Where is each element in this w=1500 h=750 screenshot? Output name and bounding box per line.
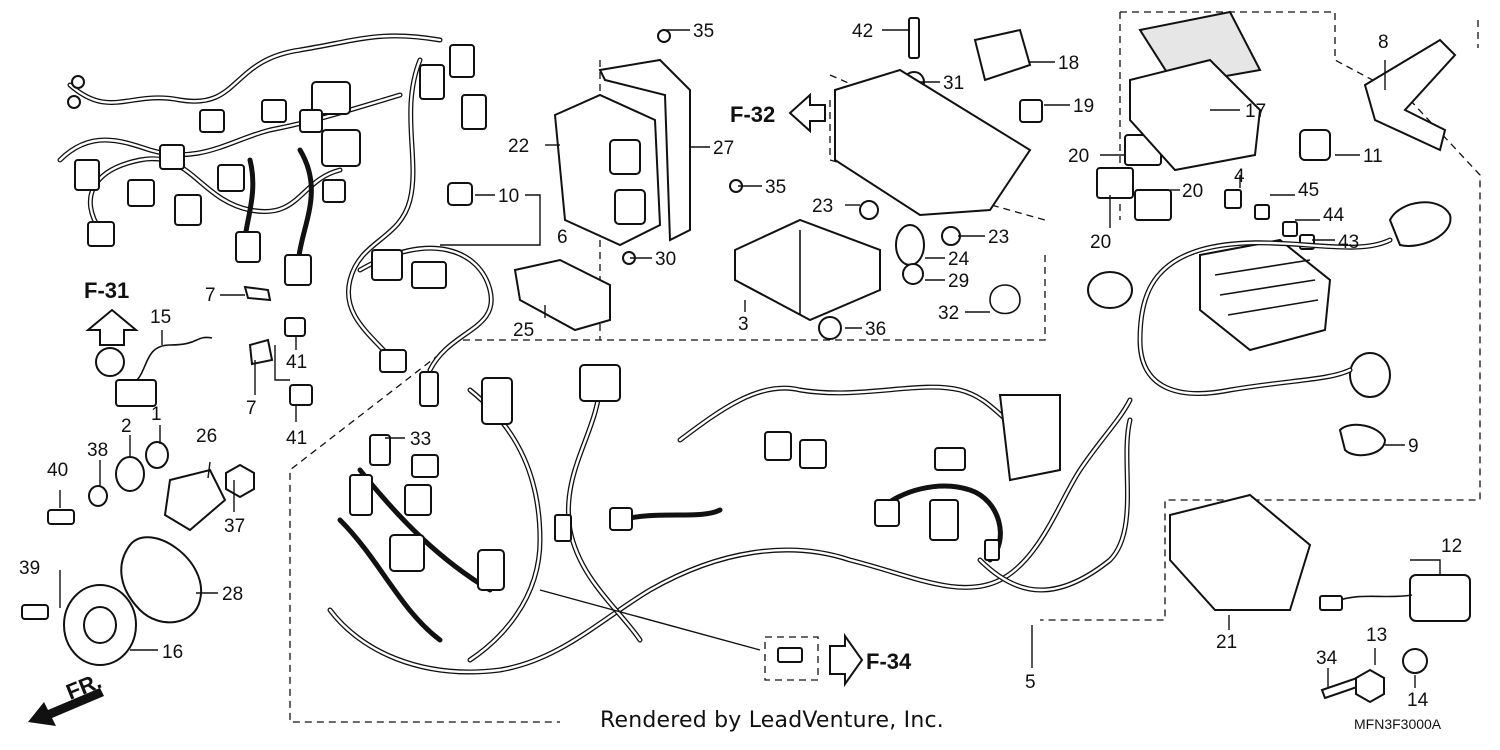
callout-11: 11 — [1363, 146, 1383, 167]
callout-28: 28 — [222, 584, 243, 605]
callout-20c: 20 — [1090, 232, 1111, 253]
callout-23b: 23 — [988, 227, 1009, 248]
callout-42: 42 — [852, 21, 873, 42]
arrow-right-icon — [829, 632, 864, 688]
reference-arrows — [28, 92, 864, 726]
callout-14: 14 — [1407, 690, 1429, 711]
horn-and-brackets — [21, 182, 473, 666]
callout-29: 29 — [948, 271, 969, 292]
callout-24: 24 — [948, 249, 970, 270]
callout-32: 32 — [938, 303, 959, 324]
callout-17: 17 — [1245, 101, 1266, 122]
arrow-up-icon — [85, 308, 139, 346]
callout-41b: 41 — [286, 428, 307, 449]
callout-39: 39 — [19, 558, 40, 579]
callout-34: 34 — [1316, 648, 1338, 669]
part-10-shape — [447, 182, 473, 206]
callout-22: 22 — [508, 136, 529, 157]
callout-9: 9 — [1408, 436, 1419, 457]
callout-12: 12 — [1441, 536, 1462, 557]
ref-front: FR. — [63, 668, 105, 704]
callout-38: 38 — [87, 440, 108, 461]
callout-4: 4 — [1234, 166, 1245, 187]
callout-16: 16 — [162, 642, 183, 663]
ref-f31: F-31 — [84, 278, 129, 303]
main-harness-5 — [327, 364, 1471, 704]
ref-f32: F-32 — [730, 102, 775, 127]
leader-lines — [59, 29, 1441, 688]
callout-43: 43 — [1338, 232, 1359, 253]
callout-33: 33 — [410, 429, 431, 450]
callout-44: 44 — [1323, 205, 1345, 226]
callout-20b: 20 — [1182, 181, 1203, 202]
callout-26: 26 — [196, 426, 217, 447]
callout-20a: 20 — [1068, 146, 1089, 167]
callout-35a: 35 — [693, 21, 714, 42]
callout-23a: 23 — [812, 196, 833, 217]
callout-31: 31 — [943, 73, 964, 94]
callout-labels: 1 2 3 4 5 6 7 7 8 9 10 11 12 13 14 15 16… — [19, 21, 1462, 711]
diagram-code: MFN3F3000A — [1354, 716, 1442, 732]
callout-8: 8 — [1378, 32, 1389, 53]
arrow-left-icon — [788, 92, 826, 134]
ecu-and-bracket-group — [513, 17, 1043, 340]
callout-36: 36 — [865, 319, 886, 340]
callout-27: 27 — [713, 138, 734, 159]
credit-text: Rendered by LeadVenture, Inc. — [600, 708, 944, 733]
callout-1: 1 — [151, 404, 162, 425]
callout-18: 18 — [1058, 53, 1079, 74]
callout-13: 13 — [1366, 625, 1387, 646]
callout-15: 15 — [150, 307, 171, 328]
ref-f34: F-34 — [866, 649, 912, 674]
callout-37: 37 — [224, 516, 245, 537]
callout-5: 5 — [1025, 672, 1036, 693]
sub-harness-6 — [57, 33, 494, 407]
relay-fuse-group — [1087, 10, 1457, 457]
callout-21: 21 — [1216, 632, 1237, 653]
callout-6: 6 — [557, 227, 568, 248]
front-arrow-icon — [28, 688, 104, 726]
callout-7b: 7 — [246, 398, 257, 419]
callout-40: 40 — [47, 460, 68, 481]
callout-35b: 35 — [765, 177, 786, 198]
callout-41a: 41 — [286, 352, 307, 373]
callout-30: 30 — [655, 249, 676, 270]
callout-3: 3 — [738, 314, 749, 335]
callout-45: 45 — [1298, 180, 1319, 201]
callout-25: 25 — [513, 320, 534, 341]
callout-7a: 7 — [205, 285, 216, 306]
callout-2: 2 — [121, 416, 132, 437]
reference-labels: F-31 F-32 F-34 FR. — [63, 102, 912, 705]
callout-19: 19 — [1073, 96, 1094, 117]
callout-10: 10 — [498, 186, 519, 207]
